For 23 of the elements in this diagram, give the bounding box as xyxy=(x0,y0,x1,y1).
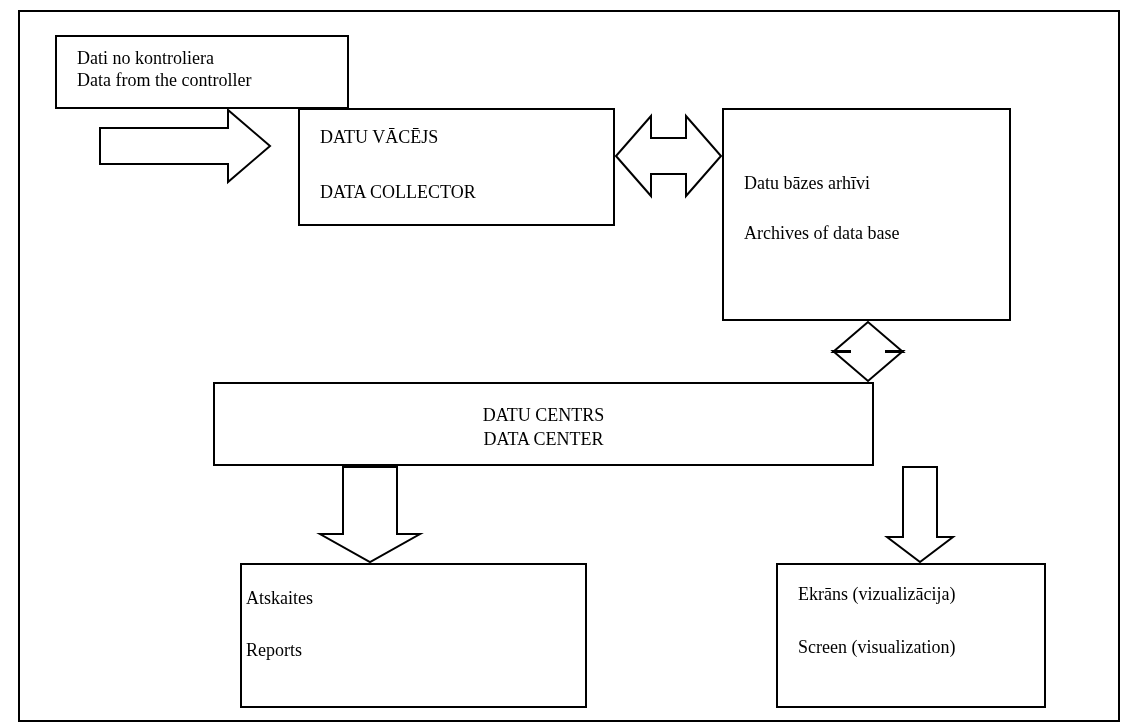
block-arrow xyxy=(316,466,424,564)
process-box xyxy=(240,563,587,708)
process-box xyxy=(55,35,349,109)
process-box xyxy=(298,108,615,226)
box-label: Archives of data base xyxy=(744,222,900,244)
box-label: Datu bāzes arhīvi xyxy=(744,172,870,194)
process-box xyxy=(213,382,874,466)
box-label: Screen (visualization) xyxy=(798,636,956,658)
process-box xyxy=(722,108,1011,321)
box-label: DATA COLLECTOR xyxy=(320,181,476,203)
block-arrow xyxy=(614,113,723,199)
process-box xyxy=(776,563,1046,708)
box-label: Data from the controller xyxy=(77,69,252,91)
box-label: Dati no kontroliera xyxy=(77,47,214,69)
block-arrow xyxy=(830,320,906,383)
box-label: DATU VĀCĒJS xyxy=(320,126,439,148)
box-label: Ekrāns (vizualizācija) xyxy=(798,583,956,605)
block-arrow xyxy=(99,107,272,185)
block-arrow xyxy=(884,466,956,564)
box-label: DATU CENTRS xyxy=(482,404,605,426)
box-label: DATA CENTER xyxy=(483,428,604,450)
box-label: Reports xyxy=(246,639,302,661)
box-label: Atskaites xyxy=(246,587,313,609)
